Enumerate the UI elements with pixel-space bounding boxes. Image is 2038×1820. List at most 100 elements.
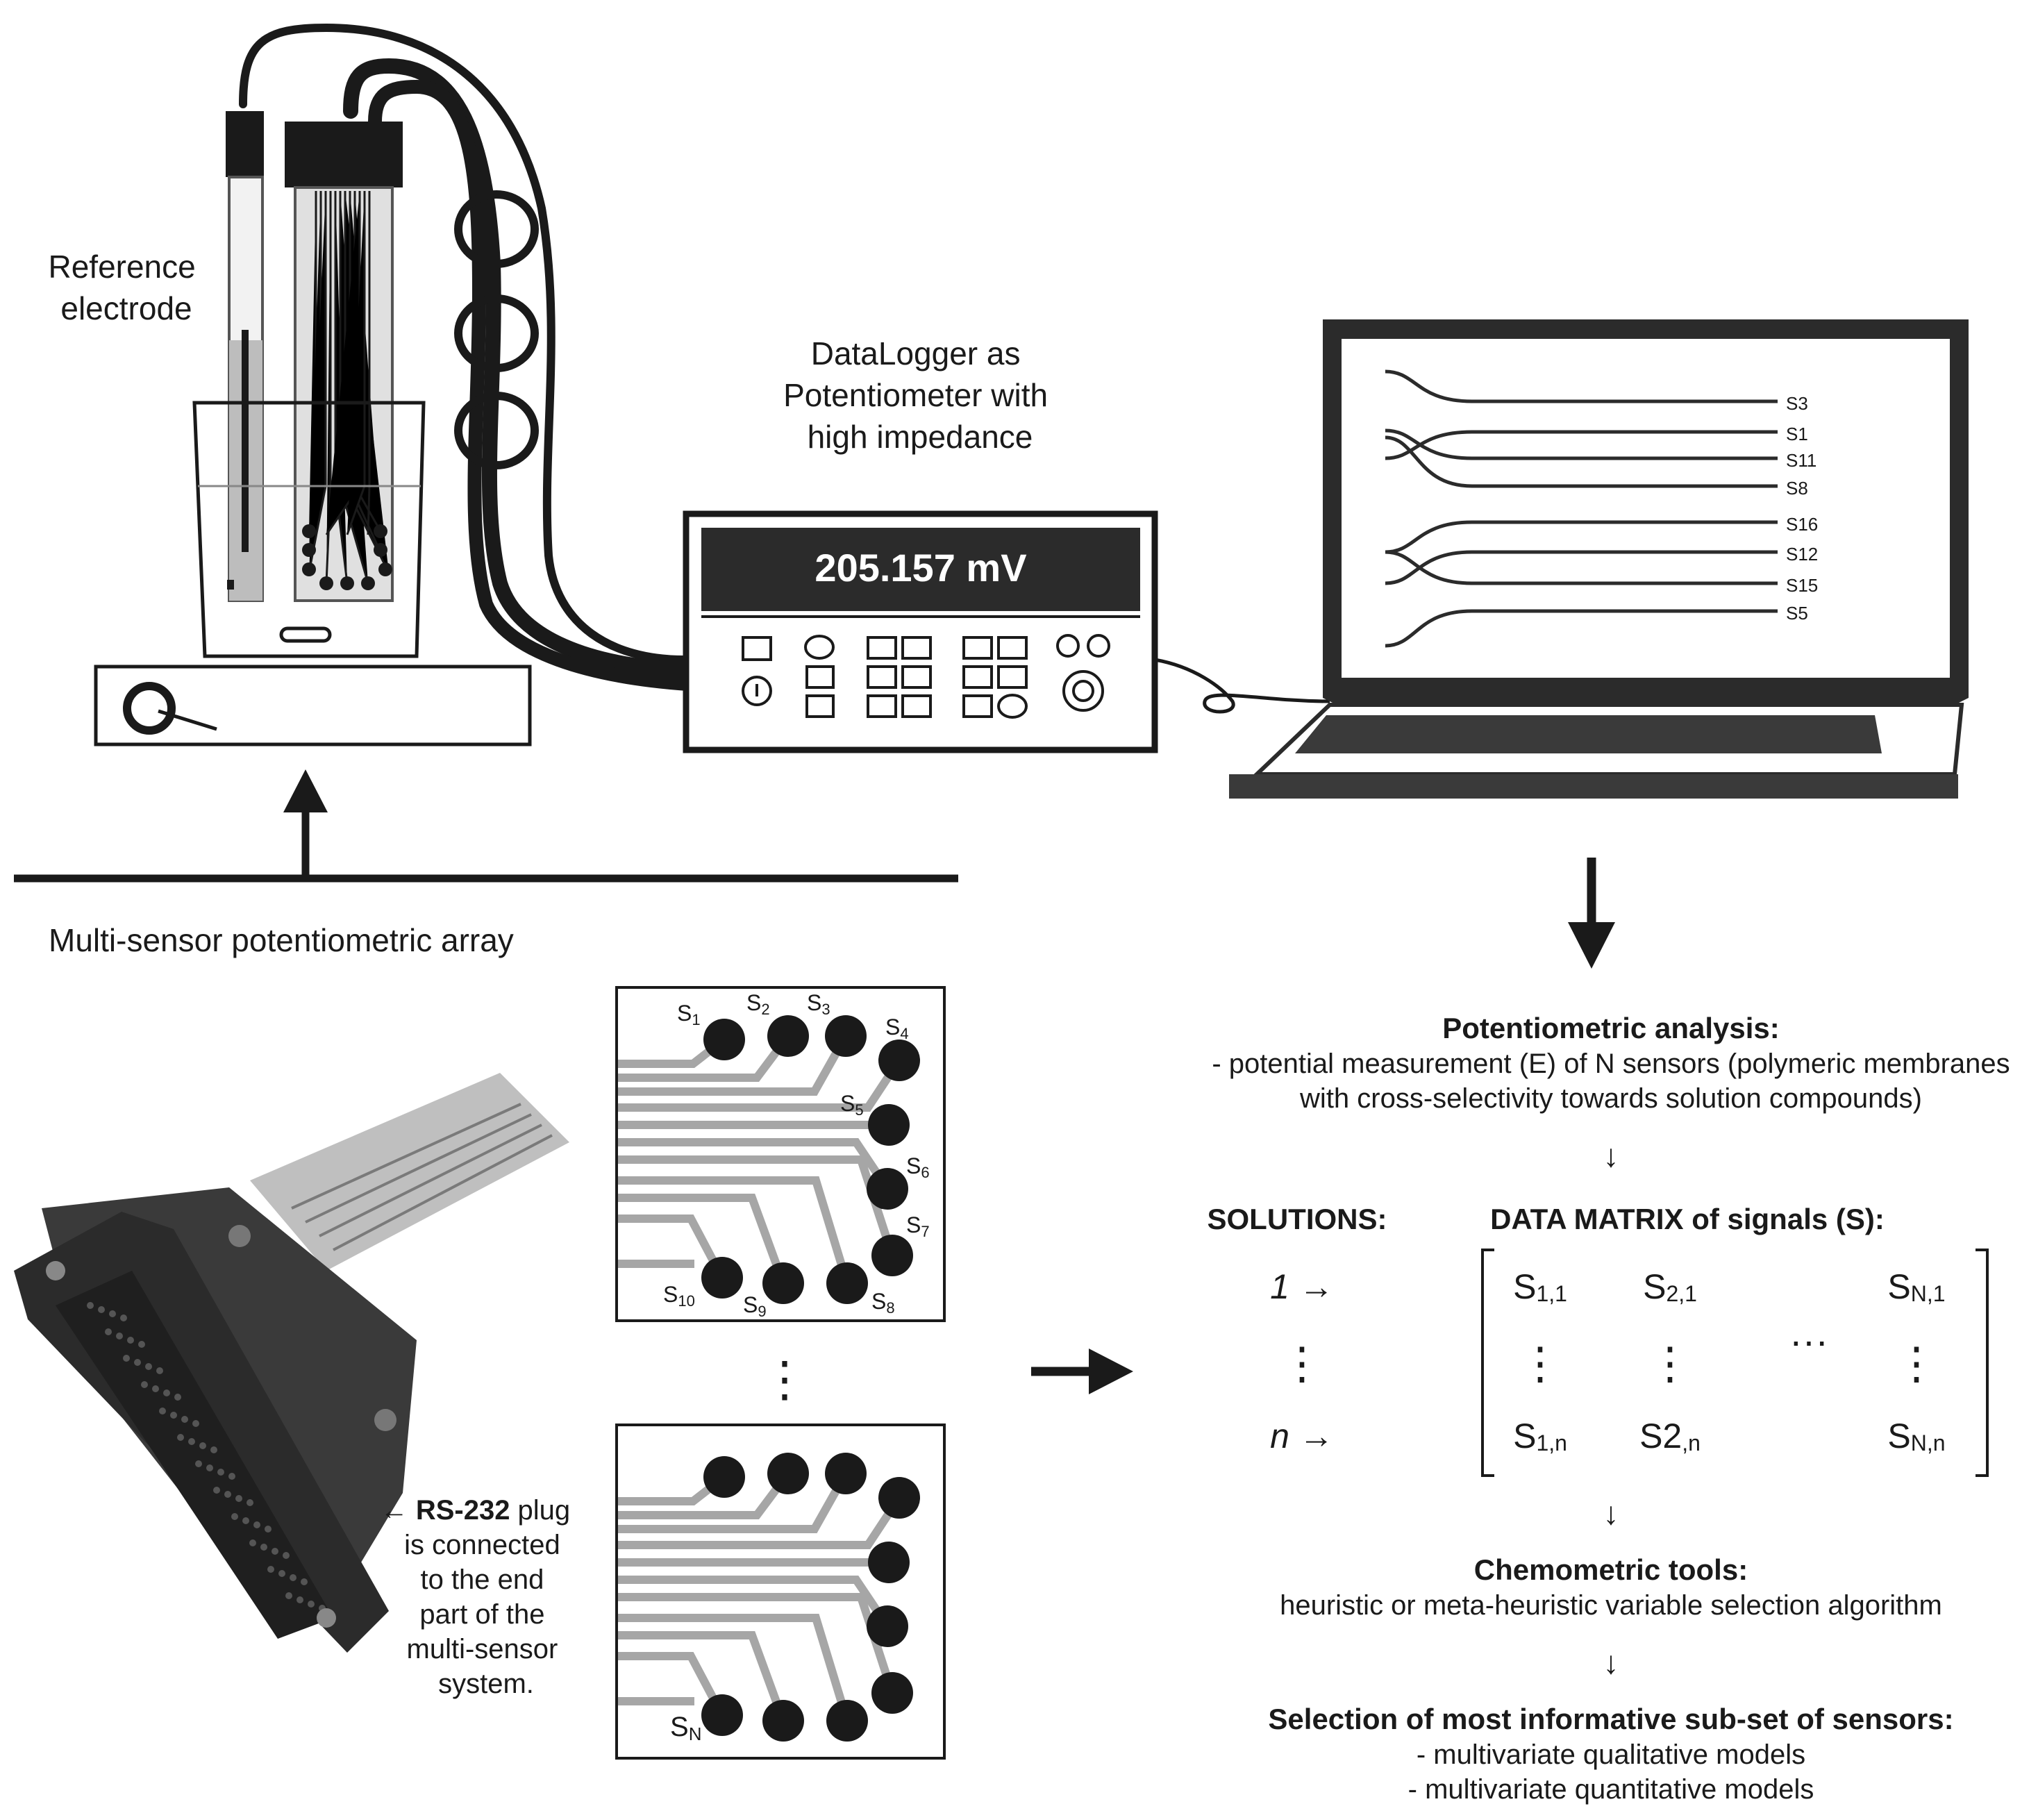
reference-electrode <box>226 111 264 602</box>
sensor-response-curve <box>1385 550 1778 585</box>
datalogger-dial-center <box>1072 680 1094 702</box>
sensor-response-curve <box>1385 430 1778 460</box>
connector-pin <box>170 1412 177 1419</box>
connector-pin <box>192 1420 199 1427</box>
matrix-cell: S1,1 <box>1513 1267 1567 1306</box>
datalogger-button <box>867 636 897 660</box>
datalogger-button <box>901 694 932 718</box>
sensor-board-bottom: SN <box>615 1424 946 1760</box>
sensor-pad <box>867 1605 908 1647</box>
sensor-pad <box>868 1104 910 1146</box>
connector-pin <box>253 1521 260 1528</box>
datalogger-dial <box>1062 670 1104 712</box>
board-label-s10: S10 <box>663 1282 695 1310</box>
solution-dots: ⋮ <box>1280 1338 1324 1388</box>
datalogger-buttons <box>742 634 1110 719</box>
sensor-response-plot <box>1385 369 1778 648</box>
sensor-pad <box>867 1168 908 1210</box>
connector-pin <box>163 1389 170 1396</box>
analysis-line-1: - potential measurement (E) of N sensors… <box>1212 1049 2010 1079</box>
connector-pin <box>145 1363 152 1370</box>
selection-section: Selection of most informative sub-set of… <box>1268 1703 1953 1805</box>
reference-electrode-label: Reference electrode <box>48 249 204 326</box>
connector-pin <box>109 1310 116 1317</box>
datalogger: DataLogger as Potentiometer with high im… <box>683 335 1330 753</box>
chemometric-section: ↓ Chemometric tools: heuristic or meta-h… <box>1280 1495 1942 1680</box>
sensor-response-curve <box>1385 435 1778 488</box>
solution-last: n → <box>1270 1417 1334 1455</box>
connector-pin <box>285 1592 292 1599</box>
connector-pin <box>98 1306 105 1313</box>
connector-pin <box>308 1601 315 1608</box>
sensor-pad <box>762 1700 804 1742</box>
solutions-column: SOLUTIONS: 1 → ⋮ n → <box>1208 1203 1387 1455</box>
datalogger-jack <box>1056 634 1080 658</box>
connector-pin <box>272 1548 278 1555</box>
sensor-pad <box>871 1235 913 1276</box>
sensor-trace <box>618 1176 851 1285</box>
datalogger-button <box>997 665 1028 689</box>
matrix-cell: S1,n <box>1513 1417 1567 1455</box>
connector-pin <box>228 1473 235 1480</box>
connector-pin <box>242 1517 249 1524</box>
sensor-curve-label: S1 <box>1786 424 1808 444</box>
board-label-s7: S7 <box>906 1212 930 1240</box>
board-to-analysis-arrow <box>1031 1349 1133 1394</box>
datalogger-button <box>962 636 993 660</box>
board-label-s8: S8 <box>871 1289 895 1317</box>
sensor-response-curve <box>1385 520 1778 554</box>
chemometric-heading: Chemometric tools: <box>1474 1553 1748 1586</box>
connector-pin <box>181 1416 188 1423</box>
sensor-trace <box>618 1652 726 1717</box>
analysis-heading: Potentiometric analysis: <box>1442 1012 1779 1044</box>
sensor-probe <box>285 122 403 602</box>
down-arrow-1: ↓ <box>1603 1137 1619 1174</box>
sensor-trace <box>618 1194 787 1285</box>
array-to-beaker-arrow <box>14 769 958 883</box>
sensor-pad <box>767 1453 809 1494</box>
selection-heading: Selection of most informative sub-set of… <box>1268 1703 1953 1735</box>
board-vertical-dots: ⋮ <box>760 1352 809 1406</box>
sensor-pad <box>878 1040 920 1081</box>
connector-pin <box>134 1359 141 1366</box>
connector-pin <box>138 1341 145 1348</box>
probe-sensor-dot <box>361 576 375 590</box>
datalogger-button <box>867 694 897 718</box>
connector-pin <box>127 1337 134 1344</box>
connector-pin <box>217 1469 224 1476</box>
datalogger-jack <box>1087 634 1110 658</box>
sensor-trace <box>618 1034 850 1096</box>
connector-pin <box>206 1464 213 1471</box>
display-value: 205.157 mV <box>815 546 1026 590</box>
board-label-s6: S6 <box>906 1153 930 1181</box>
sensor-pad <box>701 1257 743 1299</box>
sensor-trace <box>618 1614 851 1722</box>
sensor-response-curve <box>1385 550 1778 585</box>
sensor-pad <box>703 1456 745 1498</box>
probe-sensor-dot <box>302 562 316 576</box>
connector-pin <box>224 1491 231 1498</box>
connector-pin <box>265 1526 272 1533</box>
connector-pin <box>116 1333 123 1339</box>
sensor-response-curve <box>1385 369 1778 403</box>
matrix-heading: DATA MATRIX of signals (S): <box>1490 1203 1885 1235</box>
connector-pin <box>278 1570 285 1577</box>
connector-pin <box>177 1434 184 1441</box>
sensor-pad <box>825 1015 867 1057</box>
probe-sensor-dot <box>319 576 333 590</box>
datalogger-button <box>805 694 835 718</box>
probe-sensor-dot <box>378 562 392 576</box>
sensor-curve-label: S5 <box>1786 603 1808 624</box>
magnetic-stirrer <box>94 665 532 746</box>
connector-pin <box>123 1355 130 1362</box>
array-title: Multi-sensor potentiometric array <box>49 922 514 958</box>
connector-pin <box>260 1544 267 1551</box>
matrix-cell: S2,n <box>1639 1417 1701 1455</box>
matrix-vdots: ⋮ <box>1518 1338 1562 1388</box>
datalogger-button <box>962 665 993 689</box>
connector-pin <box>283 1552 290 1559</box>
beaker <box>192 401 426 658</box>
